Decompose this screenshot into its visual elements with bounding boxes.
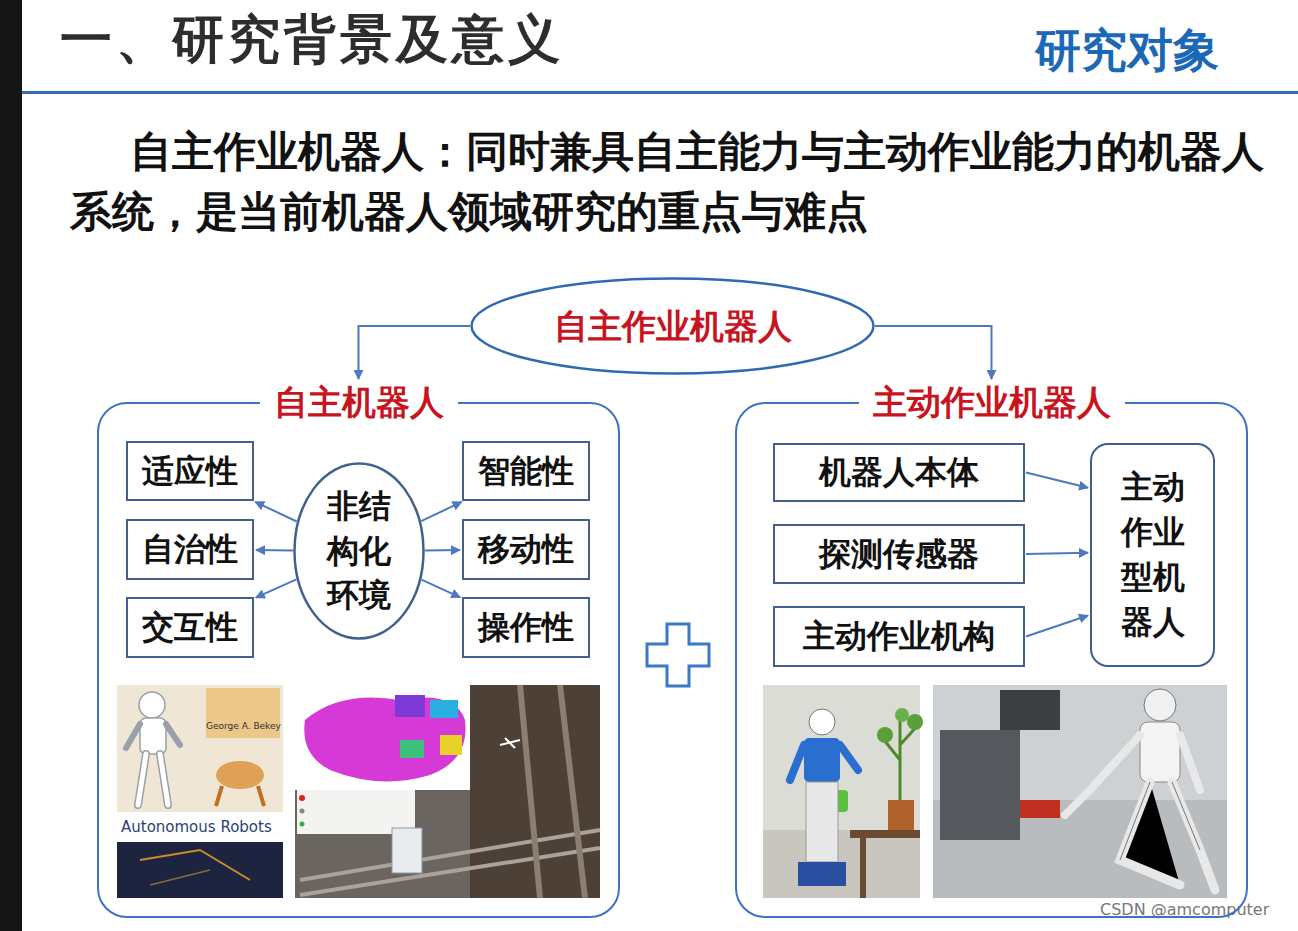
group-panel: 主动作业机器人机器人本体 主动作业型机器人 探测传感器主动作业机构 xyxy=(735,382,1248,918)
group-panel: 自主机器人适应性非结构化环境 智能性自治性 移动性交互性 操作性 xyxy=(97,382,620,918)
mapping-picture xyxy=(295,685,600,898)
environment-ellipse: 非结构化环境 xyxy=(293,462,425,640)
component-box: 探测传感器 xyxy=(773,524,1025,584)
panel-heading: 自主机器人 xyxy=(260,382,458,422)
node-label: 主动作业机构 xyxy=(803,617,995,655)
plus-sign xyxy=(647,624,709,686)
definition-text: 自主作业机器人：同时兼具自主能力与主动作业能力的机器人系统，是当前机器人领域研究… xyxy=(70,122,1265,242)
connector-arrow xyxy=(1026,553,1088,554)
connector-arrow xyxy=(425,549,460,551)
connector-arrow xyxy=(1026,473,1088,488)
node-label: 自主作业机器人 xyxy=(554,306,792,347)
property-box: 智能性 xyxy=(462,441,590,501)
connector-arrow xyxy=(256,579,297,597)
property-box: 自治性 xyxy=(126,519,254,580)
node-label: 适应性 xyxy=(142,452,238,490)
node-label: 机器人本体 xyxy=(819,453,979,491)
connector-arrow xyxy=(875,326,992,379)
node-label: 自治性 xyxy=(142,530,238,568)
connector-arrow xyxy=(255,502,297,522)
title-rule xyxy=(22,91,1298,94)
node-label: 探测传感器 xyxy=(819,535,979,573)
component-box: 主动作业机构 xyxy=(773,606,1025,667)
node-label: 交互性 xyxy=(142,608,238,646)
book-title: Autonomous Robots xyxy=(121,818,272,836)
property-box: 移动性 xyxy=(462,519,590,580)
slide-title: 一、研究背景及意义 xyxy=(60,6,564,74)
connector-arrow xyxy=(359,326,471,379)
node-label: 主动作业型机器人 xyxy=(1121,465,1185,644)
node-label: 移动性 xyxy=(478,530,574,568)
book-cover-picture xyxy=(117,685,283,898)
connector-arrow xyxy=(1026,615,1088,636)
result-box: 主动作业型机器人 xyxy=(1090,443,1215,667)
connector-arrow xyxy=(422,580,461,598)
dark-edge xyxy=(0,0,22,931)
humanoid-robot-picture xyxy=(933,685,1227,898)
component-box: 机器人本体 xyxy=(773,443,1025,502)
property-box: 适应性 xyxy=(126,441,254,501)
connector-arrow xyxy=(421,502,461,521)
node-label: 非结构化环境 xyxy=(327,484,391,618)
node-label: 操作性 xyxy=(478,608,574,646)
root-ellipse: 自主作业机器人 xyxy=(470,277,875,375)
panel-heading: 主动作业机器人 xyxy=(859,382,1125,422)
property-box: 交互性 xyxy=(126,597,254,658)
connector-arrow xyxy=(256,549,293,551)
section-tag: 研究对象 xyxy=(1035,20,1219,82)
node-label: 智能性 xyxy=(478,452,574,490)
book-author: George A. Bekey xyxy=(206,721,281,731)
property-box: 操作性 xyxy=(462,597,590,658)
service-robot-picture xyxy=(763,685,923,898)
